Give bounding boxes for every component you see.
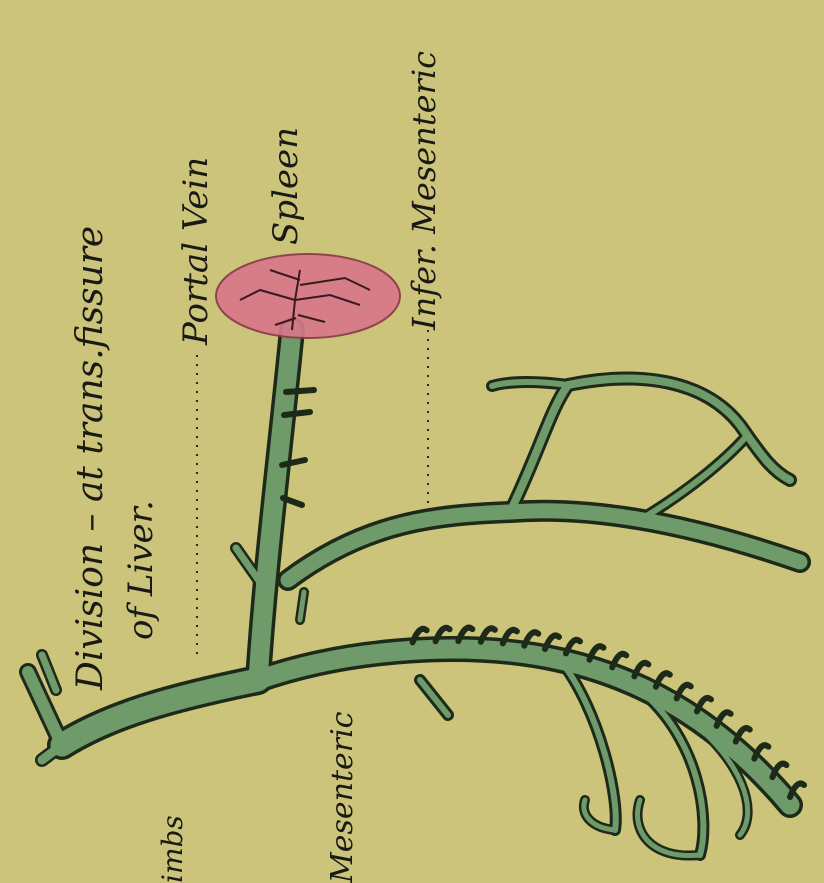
label-mesenteric: Mesenteric — [325, 711, 360, 883]
label-limbs-partial: imbs — [156, 815, 189, 883]
label-spleen: Spleen — [266, 127, 306, 245]
label-division-line2: of Liver. — [121, 500, 161, 640]
label-division-line1: Division – at trans.fissure — [70, 226, 111, 691]
label-infer-mesenteric: Infer. Mesenteric — [405, 51, 443, 331]
label-portal-vein: Portal Vein — [176, 157, 216, 346]
spleen-organ — [216, 254, 400, 338]
